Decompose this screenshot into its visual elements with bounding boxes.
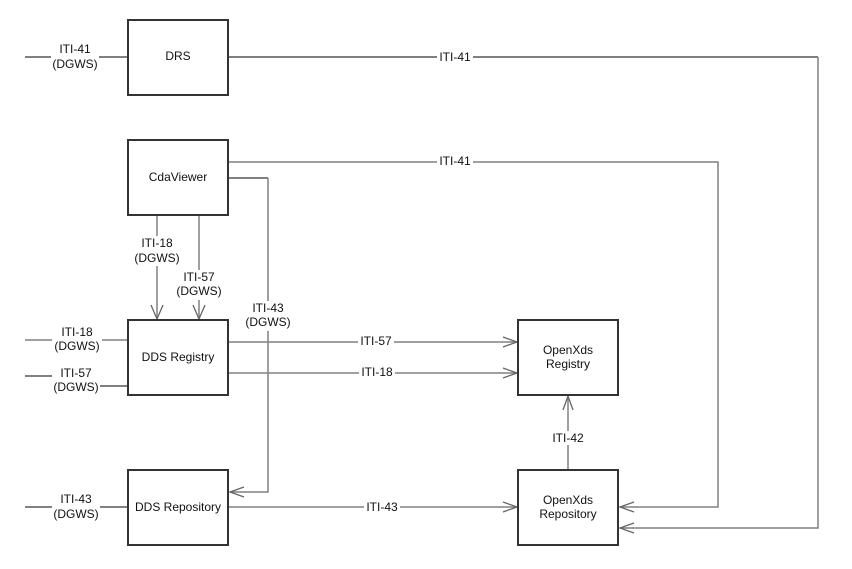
svg-text:OpenXds: OpenXds: [543, 493, 593, 507]
svg-text:ITI-57: ITI-57: [60, 366, 92, 380]
svg-text:(DGWS): (DGWS): [134, 251, 179, 265]
edge-label-dds-registry-iti18: ITI-18: [359, 365, 395, 380]
edge-drs-to-openxds-repository: [620, 57, 819, 529]
edge-label-ext-dds-registry-iti18: ITI-18 (DGWS): [52, 325, 102, 355]
edge-label-dds-registry-iti57: ITI-57: [358, 334, 394, 349]
svg-text:OpenXds: OpenXds: [543, 343, 593, 357]
edge-label-cdaviewer-iti41: ITI-41: [437, 154, 473, 169]
svg-text:(DGWS): (DGWS): [52, 57, 97, 71]
svg-text:ITI-41: ITI-41: [439, 154, 471, 168]
svg-text:DDS Repository: DDS Repository: [135, 500, 221, 514]
svg-text:ITI-41: ITI-41: [439, 50, 471, 64]
edge-label-openxds-iti42: ITI-42: [550, 431, 586, 445]
node-drs[interactable]: DRS: [127, 19, 229, 96]
node-openxds-registry[interactable]: OpenXds Registry: [517, 319, 619, 396]
svg-text:ITI-18: ITI-18: [141, 236, 173, 250]
svg-text:ITI-43: ITI-43: [252, 301, 284, 315]
svg-text:CdaViewer: CdaViewer: [149, 170, 207, 184]
svg-text:Registry: Registry: [546, 357, 590, 371]
node-dds-repository[interactable]: DDS Repository: [127, 469, 229, 546]
edge-label-ext-drs: ITI-41 (DGWS): [51, 42, 99, 72]
edge-cdaviewer-to-openxds-repository: [228, 161, 719, 508]
arrowhead-left-icon: [228, 486, 245, 498]
edge-label-ext-dds-registry-iti57: ITI-57 (DGWS): [52, 366, 100, 396]
arrowhead-left-icon: [618, 501, 635, 513]
svg-text:DRS: DRS: [165, 49, 190, 63]
node-dds-registry[interactable]: DDS Registry: [127, 319, 229, 396]
edge-label-drs-iti41: ITI-41: [437, 50, 473, 64]
svg-text:ITI-57: ITI-57: [183, 270, 215, 284]
svg-text:(DGWS): (DGWS): [53, 380, 98, 394]
svg-text:DDS Registry: DDS Registry: [142, 350, 215, 364]
edge-label-ext-dds-repository-iti43: ITI-43 (DGWS): [52, 492, 100, 522]
svg-text:ITI-18: ITI-18: [61, 325, 93, 339]
svg-text:ITI-18: ITI-18: [361, 365, 393, 379]
edge-label-cdaviewer-iti43: ITI-43 (DGWS): [244, 301, 292, 331]
svg-text:Repository: Repository: [539, 507, 596, 521]
edge-label-cdaviewer-iti57: ITI-57 (DGWS): [175, 270, 223, 300]
svg-text:ITI-41: ITI-41: [59, 42, 91, 56]
svg-text:ITI-43: ITI-43: [60, 492, 92, 506]
svg-text:ITI-42: ITI-42: [552, 431, 584, 445]
edge-label-dds-repository-iti43: ITI-43: [364, 500, 400, 514]
node-cdaviewer[interactable]: CdaViewer: [127, 139, 229, 216]
svg-text:(DGWS): (DGWS): [176, 284, 221, 298]
svg-text:ITI-43: ITI-43: [366, 500, 398, 514]
arrowhead-left-icon: [618, 522, 635, 534]
svg-text:(DGWS): (DGWS): [54, 339, 99, 353]
svg-text:(DGWS): (DGWS): [53, 507, 98, 521]
node-openxds-repository[interactable]: OpenXds Repository: [517, 469, 619, 546]
edge-cdaviewer-to-dds-repository: [230, 178, 269, 493]
svg-text:(DGWS): (DGWS): [245, 315, 290, 329]
svg-text:ITI-57: ITI-57: [360, 334, 392, 348]
edge-label-cdaviewer-iti18: ITI-18 (DGWS): [133, 236, 181, 266]
